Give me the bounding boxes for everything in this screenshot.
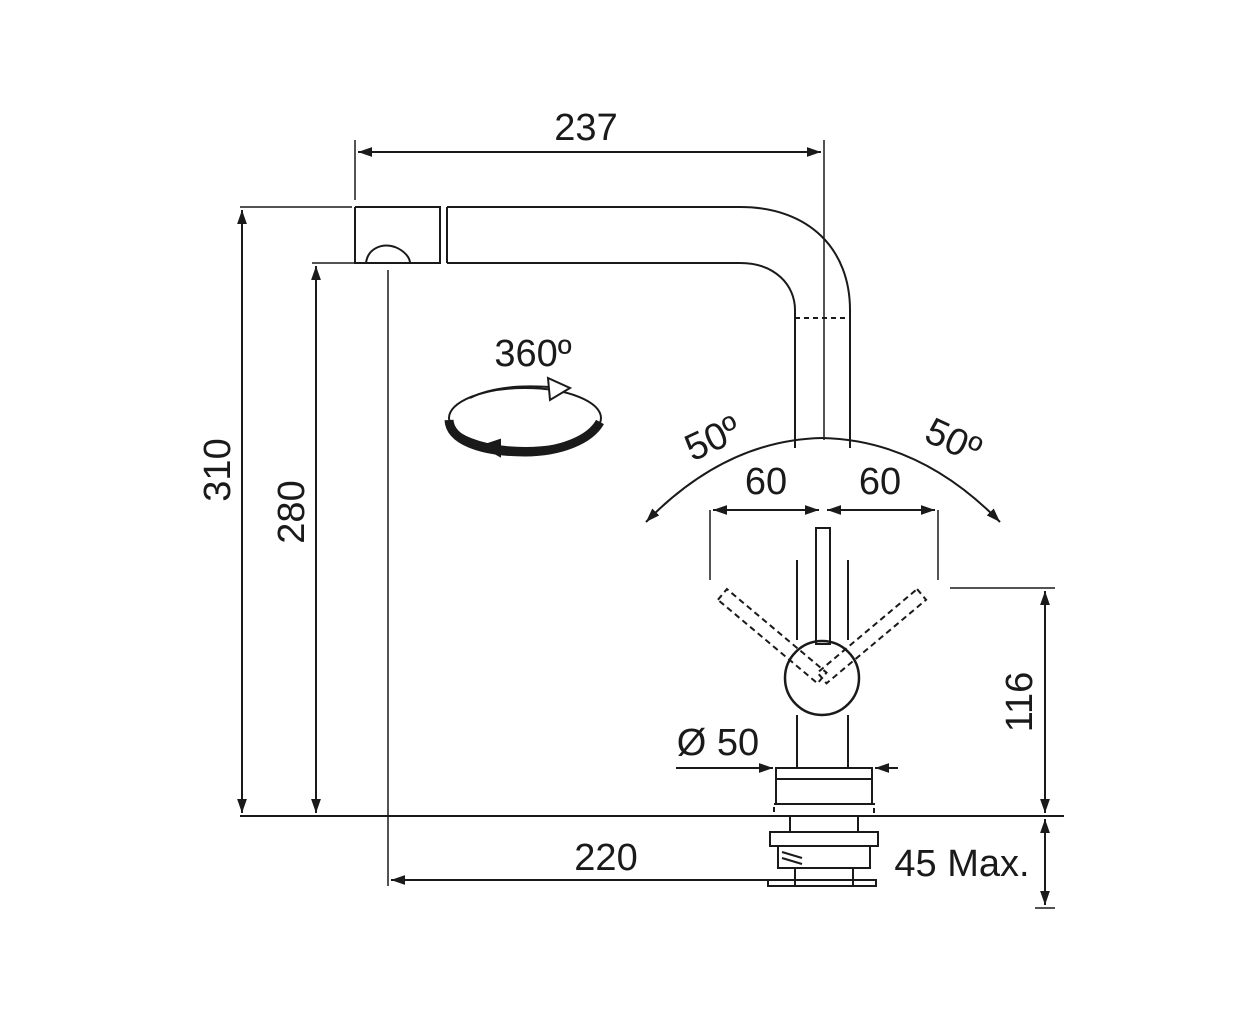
rotation-360-icon <box>444 376 604 458</box>
label-220: 220 <box>574 837 637 879</box>
dim-arc-50-right <box>821 437 1001 523</box>
dim-arc-50-left <box>645 437 823 523</box>
label-116: 116 <box>999 672 1041 733</box>
label-diameter-50: Ø 50 <box>677 722 759 764</box>
label-280: 280 <box>271 480 313 543</box>
label-45-max: 45 Max. <box>894 843 1029 885</box>
label-50-angle-right: 50º <box>919 410 988 472</box>
extension-lines <box>240 140 1055 909</box>
label-360: 360º <box>494 333 571 375</box>
label-237: 237 <box>554 107 617 149</box>
label-60-right: 60 <box>859 461 901 503</box>
faucet-outline <box>354 206 928 887</box>
label-310: 310 <box>197 438 239 501</box>
label-50-angle-left: 50º <box>679 408 748 470</box>
label-60-left: 60 <box>745 461 787 503</box>
